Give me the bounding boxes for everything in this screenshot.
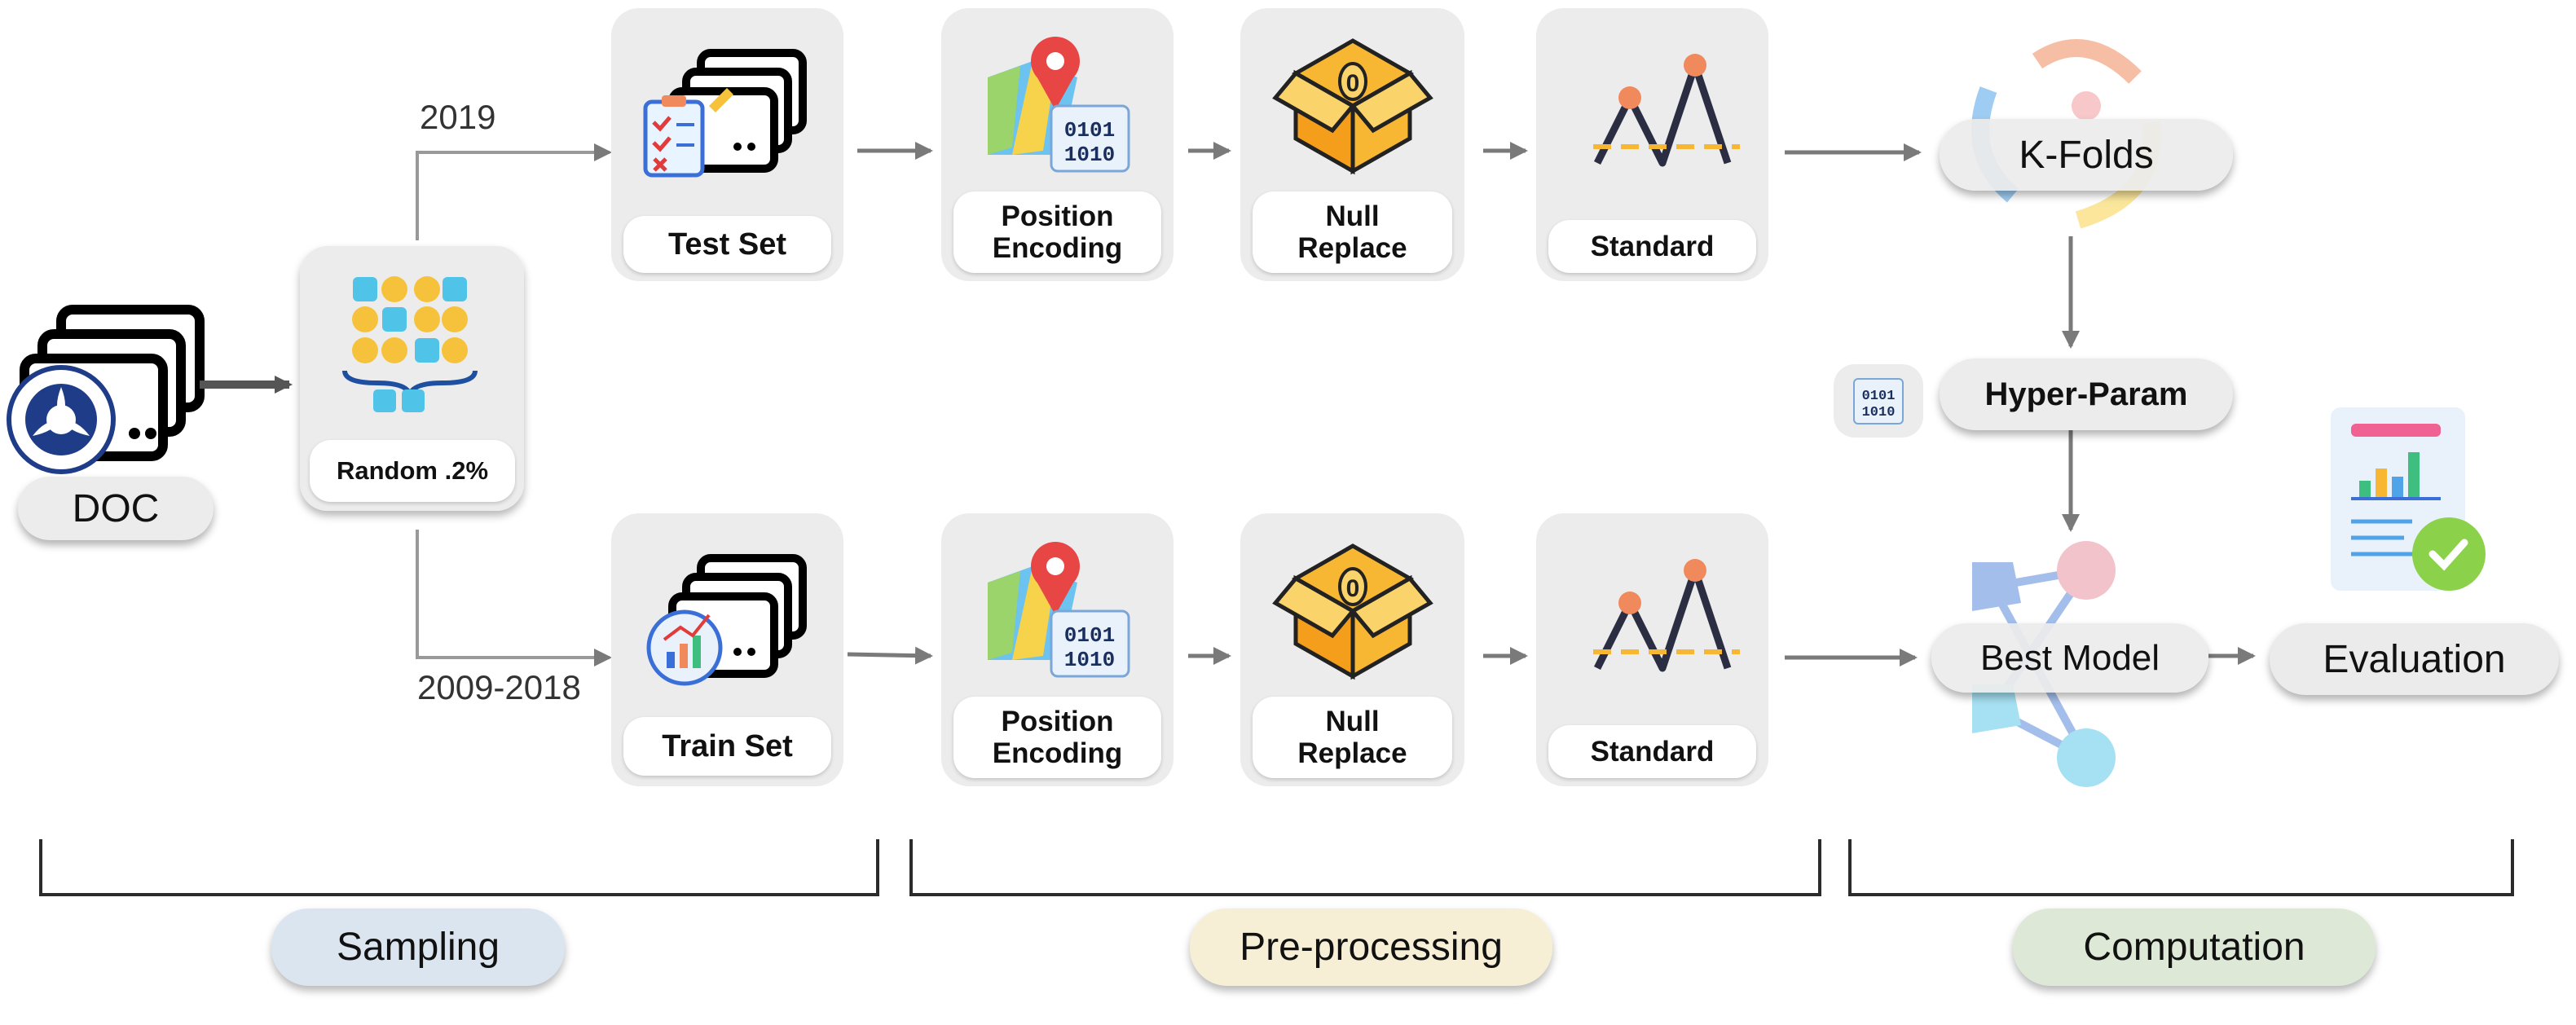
standard-label: Standard: [1548, 725, 1756, 778]
position-encoding-label: Position Encoding: [953, 191, 1161, 273]
test-set-label: Test Set: [623, 216, 831, 273]
stage-preprocessing: Pre-processing: [1190, 908, 1552, 986]
box-icon: 0: [1272, 543, 1433, 680]
report-icon: [2331, 407, 2486, 591]
peaks-icon: [1593, 559, 1740, 672]
svg-text:1010: 1010: [1862, 405, 1896, 420]
binary-icon: 0101 1010: [1050, 104, 1130, 173]
dot-logo-icon: [7, 365, 116, 474]
data-grid-icon: [342, 276, 478, 412]
best-model-label: Best Model: [1931, 623, 2208, 693]
stage-computation: Computation: [2013, 908, 2376, 986]
svg-text:1010: 1010: [1064, 648, 1115, 672]
svg-text:0: 0: [1346, 70, 1360, 97]
hyper-param-label: Hyper-Param: [1940, 359, 2233, 430]
peaks-icon: [1593, 54, 1740, 167]
kfolds-label: K-Folds: [1940, 119, 2233, 191]
clipboard-icon: [643, 88, 733, 178]
null-replace-label: Null Replace: [1253, 697, 1452, 778]
position-encoding-label: Position Encoding: [953, 697, 1161, 778]
random-label: Random .2%: [310, 440, 515, 502]
train-year-label: 2009-2018: [417, 668, 581, 706]
doc-label: DOC: [18, 477, 214, 540]
svg-text:0101: 0101: [1862, 389, 1896, 404]
svg-text:0101: 0101: [1064, 118, 1115, 143]
chart-icon: [646, 609, 723, 686]
svg-text:1010: 1010: [1064, 143, 1115, 167]
binary-icon: 0101 1010: [1834, 364, 1923, 438]
binary-icon: 0101 1010: [1050, 609, 1130, 678]
svg-text:0101: 0101: [1064, 623, 1115, 648]
train-set-label: Train Set: [623, 717, 831, 776]
evaluation-label: Evaluation: [2270, 623, 2559, 695]
stage-sampling: Sampling: [271, 908, 565, 986]
test-year-label: 2019: [420, 98, 496, 136]
standard-label: Standard: [1548, 220, 1756, 273]
svg-text:0: 0: [1346, 575, 1360, 602]
null-replace-label: Null Replace: [1253, 191, 1452, 273]
box-icon: 0: [1272, 38, 1433, 175]
